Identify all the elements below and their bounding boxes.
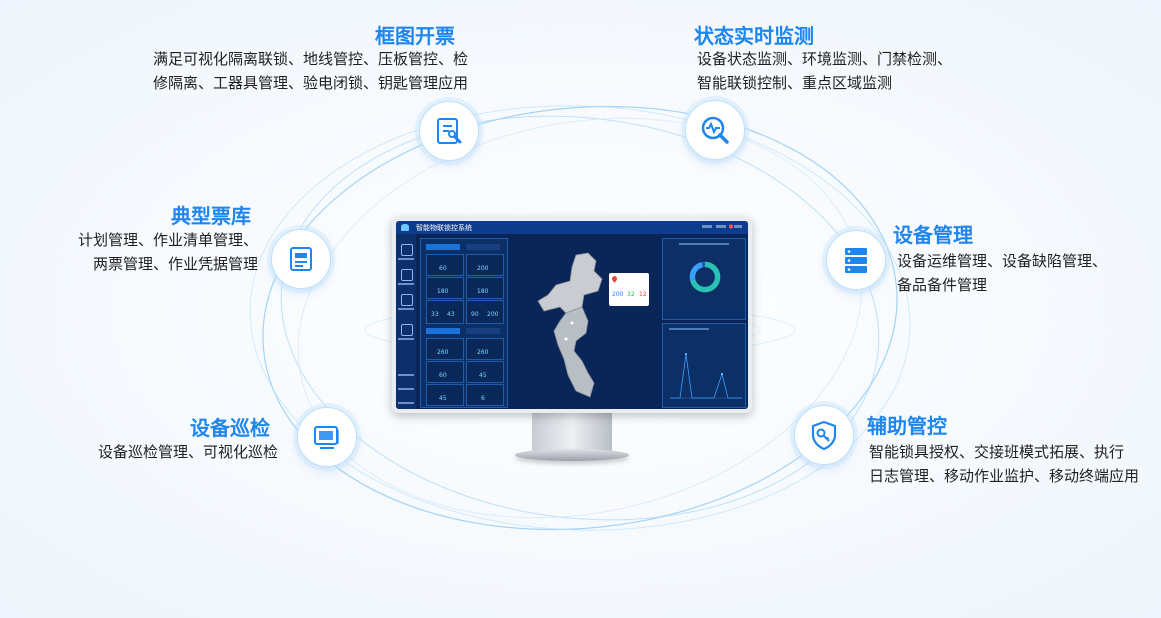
nav-label-7	[398, 402, 414, 404]
panel-title	[669, 328, 709, 330]
feature-device-mgmt-desc: 设备运维管理、设备缺陷管理、 备品备件管理	[897, 249, 1107, 297]
stats-panel: 60 200 180 180 33 43 90 200 260 260 60 4…	[420, 238, 508, 408]
dashboard-sidebar	[396, 234, 416, 409]
feature-ticketing-badge	[419, 101, 479, 161]
nav-ticket-icon[interactable]	[401, 244, 413, 256]
line-chart-panel	[662, 323, 746, 408]
donut-panel	[662, 238, 746, 320]
ticket-icon	[290, 247, 312, 271]
stat-value: 180	[477, 288, 489, 295]
nav-shield-icon[interactable]	[401, 294, 413, 306]
feature-device-mgmt-badge	[826, 230, 886, 290]
monitor-inspect-icon	[314, 426, 339, 449]
feature-ticket-library-desc-line1: 计划管理、作业清单管理、	[77, 231, 258, 249]
stat-value: 200	[487, 311, 499, 318]
lock-logo-icon	[401, 224, 409, 231]
nav-monitor-icon[interactable]	[401, 269, 413, 281]
feature-ticketing-desc-line1: 满足可视化隔离联锁、地线管控、压板管控、检	[152, 50, 468, 68]
feature-inspection-desc-line1: 设备巡检管理、可视化巡检	[97, 443, 278, 461]
stat-cell: 260	[426, 338, 464, 360]
nav-label-1	[398, 258, 414, 260]
stat-value: 200	[477, 265, 489, 272]
feature-monitoring-desc-line2: 智能联锁控制、重点区域监测	[697, 74, 893, 92]
nav-label-4	[398, 338, 414, 340]
feature-monitoring-title: 状态实时监测	[694, 24, 814, 48]
monitor: 智能物联锁控系统	[392, 217, 752, 413]
tab-work[interactable]	[426, 244, 460, 250]
tab-other[interactable]	[466, 244, 500, 250]
feature-monitoring-badge	[685, 100, 745, 160]
stat-value: 260	[477, 349, 489, 356]
shield-key-icon	[811, 420, 837, 451]
stat-value: 45	[479, 372, 487, 379]
stat-cell: 90 200	[466, 300, 504, 324]
nav-label-5	[398, 374, 414, 376]
stat-value: 60	[439, 265, 447, 272]
stat-cell: 33 43	[426, 300, 464, 324]
stat-cell: 260	[466, 338, 504, 360]
feature-inspection-desc: 设备巡检管理、可视化巡检	[60, 440, 278, 464]
stat-cell: 6	[466, 384, 504, 406]
feature-ticketing-desc-line2: 修隔离、工器具管理、验电闭锁、钥匙管理应用	[152, 74, 468, 92]
stat-cell: 60	[426, 254, 464, 276]
feature-ticket-library-badge	[271, 229, 331, 289]
stat-value: 6	[481, 395, 485, 402]
stat-value: 43	[447, 311, 455, 318]
dashboard-header: 智能物联锁控系统	[396, 221, 748, 234]
feature-auxiliary-desc-line1: 智能锁具授权、交接班模式拓展、执行	[869, 443, 1125, 461]
feature-ticket-library-title: 典型票库	[171, 204, 251, 228]
region-map[interactable]	[536, 251, 636, 401]
tab-inspection[interactable]	[466, 328, 500, 334]
stat-cell: 45	[466, 361, 504, 383]
panel-title	[679, 243, 729, 245]
stat-value: 180	[437, 288, 449, 295]
stat-cell: 180	[466, 277, 504, 299]
feature-auxiliary-desc: 智能锁具授权、交接班模式拓展、执行 日志管理、移动作业监护、移动终端应用	[869, 440, 1139, 488]
document-wrench-icon	[437, 118, 462, 144]
magnifier-pulse-icon	[701, 116, 729, 144]
feature-auxiliary-desc-line2: 日志管理、移动作业监护、移动终端应用	[869, 467, 1140, 485]
nav-label-6	[398, 388, 414, 390]
feature-device-mgmt-desc-line2: 备品备件管理	[897, 276, 988, 294]
feature-ticket-library-desc-line2: 两票管理、作业凭据管理	[92, 255, 258, 273]
feature-inspection-title: 设备巡检	[190, 416, 270, 440]
popup-value-c: 12	[639, 291, 647, 298]
monitor-base	[515, 449, 629, 461]
nav-device-icon[interactable]	[401, 324, 413, 336]
feature-monitoring-desc: 设备状态监测、环境监测、门禁检测、 智能联锁控制、重点区域监测	[697, 47, 952, 95]
popup-value-a: 200	[612, 291, 624, 298]
map-popup: 200 32 12	[609, 273, 649, 306]
feature-ticket-library-desc: 计划管理、作业清单管理、 两票管理、作业凭据管理	[40, 228, 258, 276]
stat-cell: 45	[426, 384, 464, 406]
user-menu-icon[interactable]	[702, 224, 742, 230]
feature-device-mgmt-title: 设备管理	[893, 223, 973, 247]
feature-monitoring-desc-line1: 设备状态监测、环境监测、门禁检测、	[697, 50, 953, 68]
line-chart	[670, 353, 742, 399]
stat-cell: 200	[466, 254, 504, 276]
stat-cell: 60	[426, 361, 464, 383]
feature-ticketing-desc: 满足可视化隔离联锁、地线管控、压板管控、检 修隔离、工器具管理、验电闭锁、钥匙管…	[90, 47, 468, 95]
feature-ticketing-title: 框图开票	[375, 24, 455, 48]
feature-inspection-badge	[297, 407, 357, 467]
server-icon	[845, 248, 867, 273]
stat-value: 260	[437, 349, 449, 356]
feature-auxiliary-badge	[794, 405, 854, 465]
popup-value-b: 32	[627, 291, 635, 298]
stat-value: 90	[471, 311, 479, 318]
donut-chart	[689, 261, 721, 293]
monitor-stand	[532, 413, 612, 451]
feature-device-mgmt-desc-line1: 设备运维管理、设备缺陷管理、	[897, 252, 1108, 270]
stat-value: 60	[439, 372, 447, 379]
nav-label-3	[398, 308, 414, 310]
tab-device[interactable]	[426, 328, 460, 334]
nav-label-2	[398, 283, 414, 285]
dashboard-title: 智能物联锁控系统	[416, 224, 472, 232]
stat-value: 45	[439, 395, 447, 402]
stat-cell: 180	[426, 277, 464, 299]
feature-auxiliary-title: 辅助管控	[867, 414, 947, 438]
stat-value: 33	[431, 311, 439, 318]
dashboard-screen: 智能物联锁控系统	[396, 221, 748, 409]
map-pin-icon	[612, 276, 617, 283]
